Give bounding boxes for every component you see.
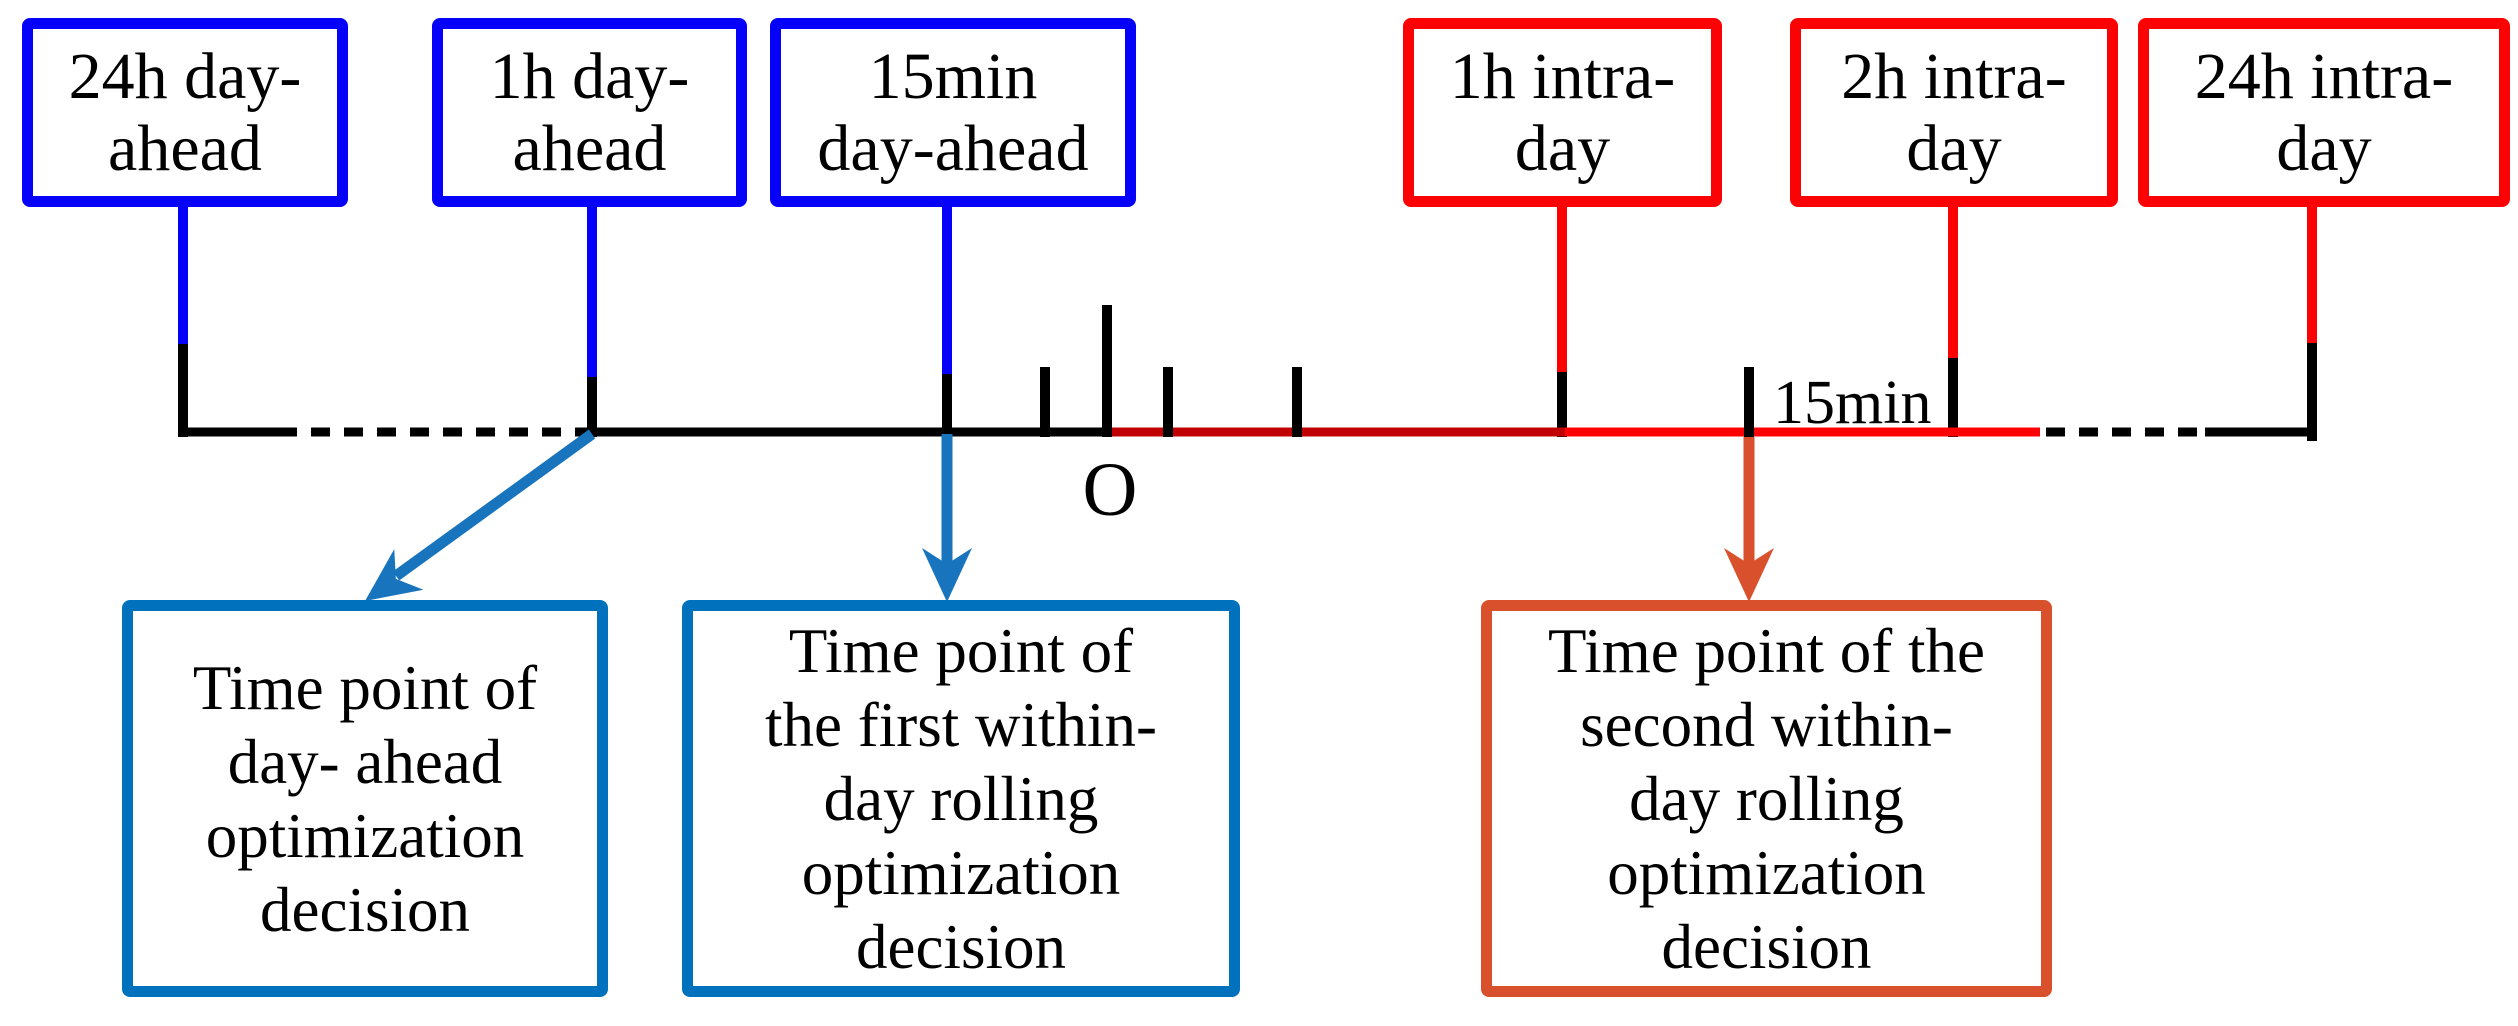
arrow-second-rolling-decision — [1724, 437, 1774, 602]
box-first-rolling-decision: Time point of the first within- day roll… — [682, 600, 1240, 997]
box-24h-day-ahead: 24h day- ahead — [22, 18, 348, 207]
arrow-first-rolling-decision — [922, 434, 972, 602]
timeline-ticks — [1040, 305, 1754, 437]
box-24h-intra-day: 24h intra- day — [2138, 18, 2510, 207]
box-second-rolling-decision: Time point of the second within- day rol… — [1481, 600, 2052, 997]
box-day-ahead-decision: Time point of day- ahead optimization de… — [122, 600, 608, 997]
interval-label: 15min — [1773, 369, 1932, 437]
box-1h-intra-day: 1h intra- day — [1403, 18, 1722, 207]
box-1h-day-ahead: 1h day- ahead — [432, 18, 747, 207]
arrow-day-ahead-decision — [365, 429, 596, 601]
box-2h-intra-day: 2h intra- day — [1790, 18, 2118, 207]
origin-label: O — [1082, 448, 1138, 532]
box-15min-day-ahead: 15min day-ahead — [770, 18, 1136, 207]
